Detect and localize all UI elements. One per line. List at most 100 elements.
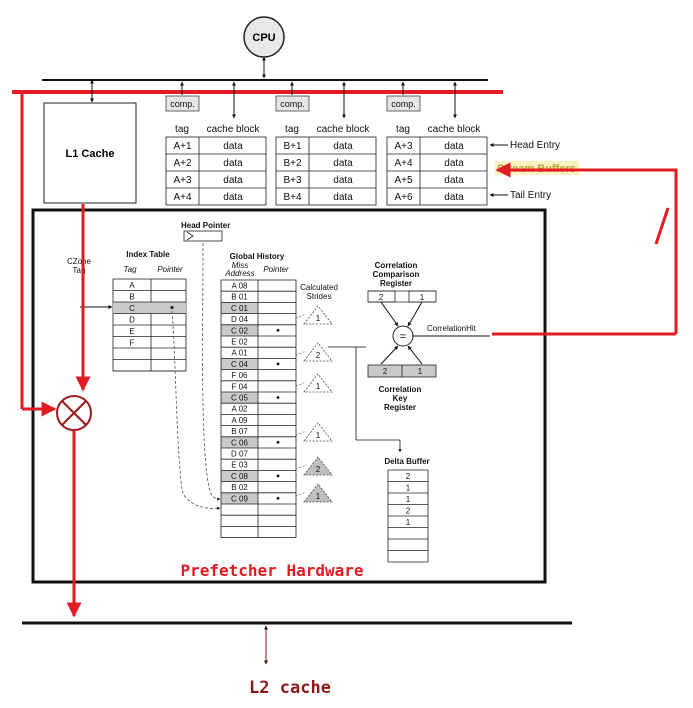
cpu-node: CPU bbox=[243, 16, 285, 58]
stride-triangle bbox=[303, 422, 333, 442]
delta-cell: 1 bbox=[406, 495, 411, 504]
history-row-highlight bbox=[221, 492, 258, 504]
delta-cell: 2 bbox=[406, 507, 411, 516]
comp-box bbox=[165, 95, 200, 112]
history-miss-cell: C 08 bbox=[231, 472, 248, 481]
index-row-highlight bbox=[113, 302, 186, 314]
history-miss-cell: E 02 bbox=[231, 338, 248, 347]
history-row-highlight bbox=[221, 392, 258, 404]
history-row-highlight bbox=[221, 436, 258, 448]
buffer-data-cell: data bbox=[444, 175, 464, 186]
stride-link bbox=[295, 491, 307, 497]
buffer-data-cell: data bbox=[333, 158, 353, 169]
ckr-title-1: Correlation bbox=[379, 385, 422, 394]
buffer-tag-cell: A+5 bbox=[394, 175, 413, 186]
global-history-table: Global History Miss Address Pointer A 08… bbox=[220, 252, 297, 539]
buffer-tag-cell: B+1 bbox=[283, 141, 302, 152]
stride-triangle bbox=[303, 373, 333, 393]
ccr-value-2: 1 bbox=[420, 293, 425, 302]
history-miss-cell: C 05 bbox=[231, 394, 248, 403]
history-miss-cell: A 09 bbox=[231, 416, 248, 425]
ckr-value-1: 2 bbox=[383, 367, 388, 376]
prefetcher-hardware-title: Prefetcher Hardware bbox=[180, 561, 363, 580]
gh-col-pointer: Pointer bbox=[263, 265, 289, 274]
history-pointer-dot bbox=[276, 474, 280, 478]
correlation-hit-label: CorrelationHit bbox=[427, 324, 477, 333]
prefetcher-box bbox=[31, 208, 547, 584]
stride-link bbox=[295, 350, 307, 356]
buffer-tag-cell: B+4 bbox=[283, 192, 302, 203]
history-miss-cell: B 07 bbox=[231, 427, 248, 436]
history-miss-cell: D 07 bbox=[231, 450, 248, 459]
buffer-data-cell: data bbox=[333, 175, 353, 186]
ccr-value-1: 2 bbox=[379, 293, 384, 302]
history-miss-cell: A 02 bbox=[231, 405, 248, 414]
stride-value: 1 bbox=[316, 492, 321, 501]
stream-buffers-label: Stream Buffers bbox=[495, 161, 579, 175]
history-miss-cell: B 01 bbox=[231, 293, 248, 302]
stride-value: 1 bbox=[316, 382, 321, 391]
delta-cell: 1 bbox=[406, 484, 411, 493]
stride-link bbox=[295, 430, 307, 436]
tail-entry-label: Tail Entry bbox=[510, 190, 551, 201]
index-tag-cell: B bbox=[129, 293, 134, 302]
ckr-value-2: 1 bbox=[418, 367, 423, 376]
history-miss-cell: C 06 bbox=[231, 438, 248, 447]
ccr-title-1: Correlation bbox=[375, 261, 418, 270]
l2-cache-label: L2 cache bbox=[249, 678, 331, 698]
buffer-data-cell: data bbox=[333, 192, 353, 203]
ccr-title-2: Comparison bbox=[373, 270, 420, 279]
history-miss-cell: C 02 bbox=[231, 326, 248, 335]
correlation-comparison-register: Correlation Comparison Register 2 1 bbox=[367, 261, 437, 303]
comp-label: comp. bbox=[280, 99, 305, 109]
head-pointer: Head Pointer bbox=[181, 221, 230, 242]
equals-sign: = bbox=[400, 331, 406, 343]
stride-triangle bbox=[303, 456, 333, 476]
buffer-tag-cell: A+4 bbox=[394, 158, 413, 169]
stride-triangle bbox=[303, 342, 333, 362]
buffer-tag-cell: B+3 bbox=[283, 175, 302, 186]
head-pointer-label: Head Pointer bbox=[181, 221, 230, 230]
comparator: = CorrelationHit bbox=[380, 301, 490, 365]
history-row-highlight bbox=[221, 324, 258, 336]
history-pointer-dot bbox=[276, 328, 280, 332]
index-table-title: Index Table bbox=[126, 250, 170, 259]
stride-triangle bbox=[303, 305, 333, 325]
czone-tag-label: Tag bbox=[73, 266, 86, 275]
buffer-data-cell: data bbox=[223, 158, 243, 169]
index-tag-cell: D bbox=[129, 316, 135, 325]
ckr-title-3: Register bbox=[384, 403, 416, 412]
stride-value: 2 bbox=[316, 351, 321, 360]
stride-link bbox=[295, 381, 307, 387]
buffer-data-cell: data bbox=[444, 158, 464, 169]
history-pointer-dot bbox=[276, 440, 280, 444]
history-row-highlight bbox=[221, 358, 258, 370]
buffer-data-cell: data bbox=[444, 192, 464, 203]
correlation-key-register: 2 1 Correlation Key Register bbox=[367, 364, 437, 412]
history-miss-cell: A 01 bbox=[231, 349, 248, 358]
buffer-col-block: cache block bbox=[207, 124, 261, 135]
buffer-tag-cell: A+3 bbox=[173, 175, 192, 186]
history-pointer-dot bbox=[276, 496, 280, 500]
history-miss-cell: A 08 bbox=[231, 282, 248, 291]
delta-cell: 1 bbox=[406, 518, 411, 527]
index-pointer-dot bbox=[170, 306, 174, 309]
head-pointer-link bbox=[202, 242, 221, 501]
index-tag-cell: E bbox=[129, 327, 134, 336]
delta-cell: 2 bbox=[406, 472, 411, 481]
comp-label: comp. bbox=[391, 99, 416, 109]
history-miss-cell: E 03 bbox=[231, 461, 248, 470]
history-row-highlight bbox=[221, 470, 258, 482]
comp-box bbox=[386, 95, 421, 112]
buffer-data-cell: data bbox=[333, 141, 353, 152]
buffer-data-cell: data bbox=[444, 141, 464, 152]
history-miss-cell: D 04 bbox=[231, 315, 248, 324]
history-miss-cell: C 04 bbox=[231, 360, 248, 369]
buffer-col-tag: tag bbox=[175, 124, 189, 135]
comp-box bbox=[275, 95, 310, 112]
index-to-history-pointer bbox=[171, 310, 221, 510]
buffer-data-cell: data bbox=[223, 192, 243, 203]
